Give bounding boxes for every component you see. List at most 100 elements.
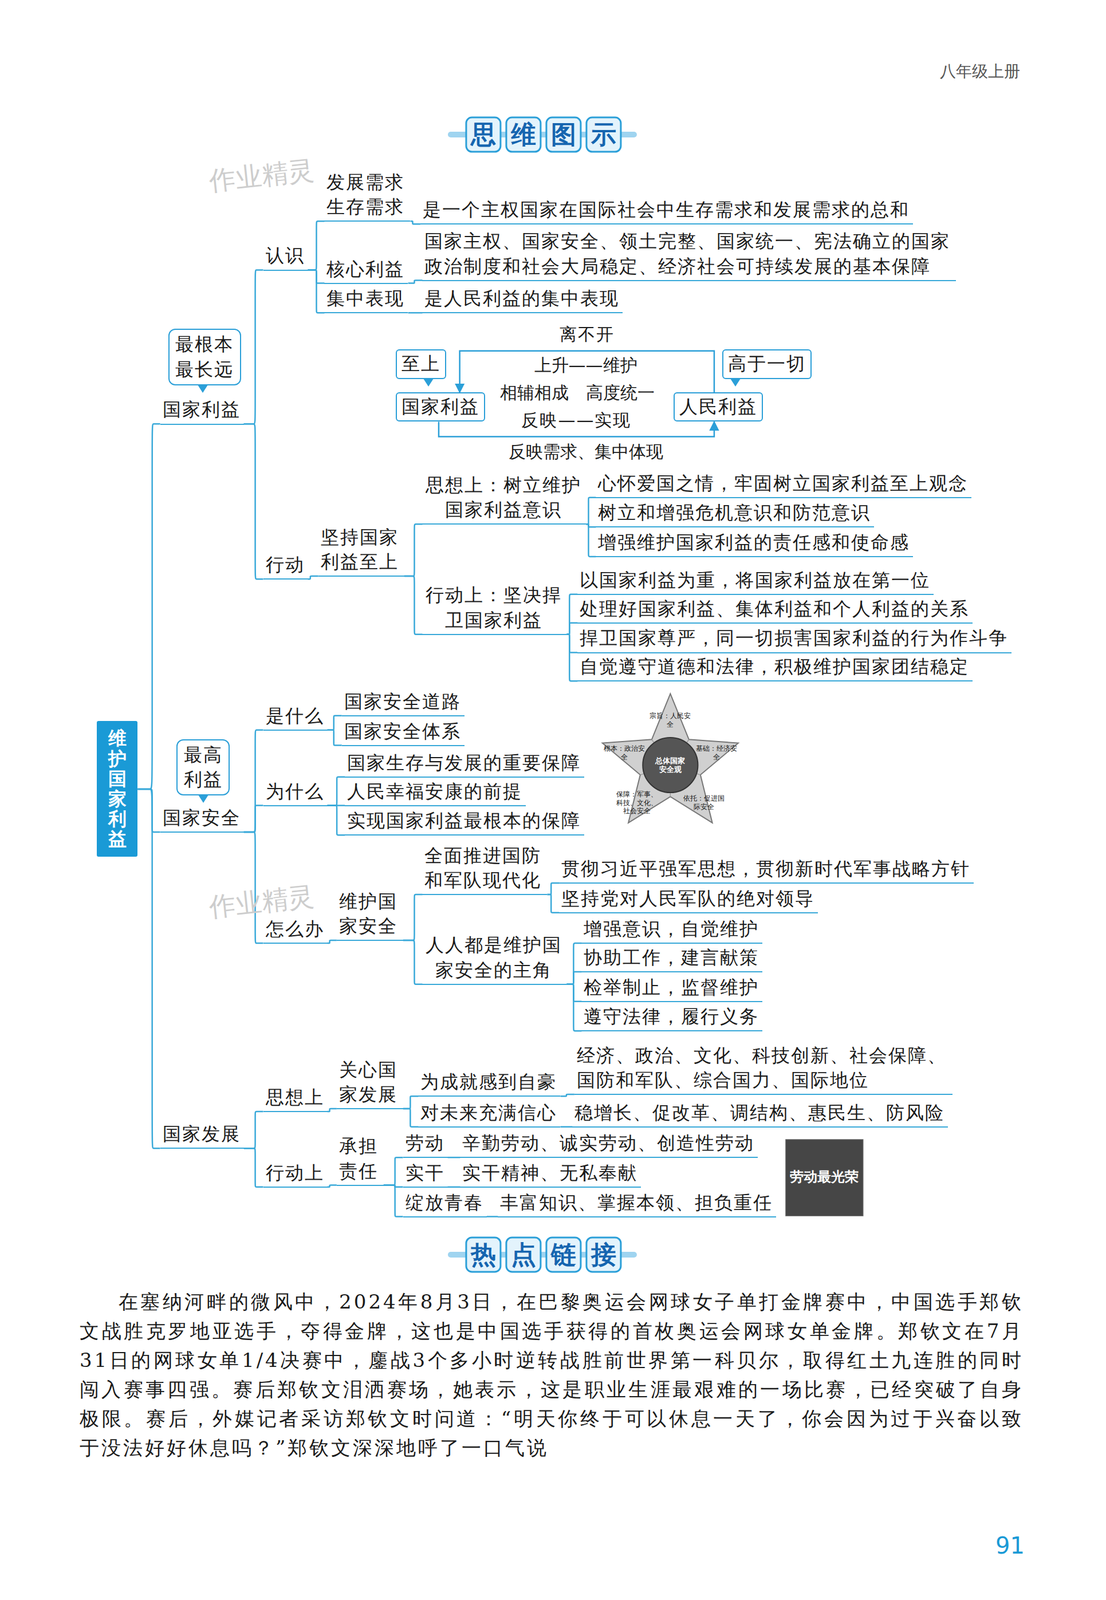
root-bar: 维护国家利益 bbox=[96, 721, 138, 857]
node-text: 辛勤劳动、诚实劳动、创造性劳动 bbox=[462, 1131, 755, 1156]
node-text: 行动 bbox=[265, 552, 305, 578]
branch-line bbox=[243, 730, 264, 833]
star-center bbox=[642, 737, 698, 793]
node-text: 实现国家利益最根本的保障 bbox=[347, 808, 581, 834]
node-text: 人人都是维护国家安全的主角 bbox=[424, 933, 564, 983]
leaf-node: 人民幸福安康的前提 bbox=[344, 779, 526, 807]
relation-note: 反映需求、集中体现 bbox=[508, 441, 664, 463]
leaf-node: 检举制止，监督维护 bbox=[581, 975, 763, 1003]
branch-node: 为什么 bbox=[263, 779, 328, 807]
node-text: 对未来充满信心 bbox=[420, 1100, 557, 1126]
node-text: 思想上 bbox=[265, 1085, 325, 1111]
node-text: 处理好国家利益、集体利益和个人利益的关系 bbox=[579, 596, 970, 622]
branch-line bbox=[327, 1108, 337, 1112]
branch-node: 认识 bbox=[263, 243, 309, 271]
branch-node: 核心利益 bbox=[324, 257, 408, 285]
leaf-node: 树立和增强危机意识和防范意识 bbox=[595, 500, 875, 528]
branch-line bbox=[327, 715, 342, 731]
node-text: 国家发展 bbox=[162, 1122, 241, 1147]
star-text: 宗旨：人民安全 bbox=[649, 711, 691, 729]
callout-bubble: 最根本 最长远 bbox=[168, 328, 242, 385]
node-text: 行动上：坚决捍卫国家利益 bbox=[424, 583, 564, 633]
node-text: 心怀爱国之情，牢固树立国家利益至上观念 bbox=[597, 471, 968, 497]
leaf-node: 是一个主权国家在国际社会中生存需求和发展需求的总和 bbox=[420, 197, 913, 225]
leaf-node: 国家主权、国家安全、领土完整、国家统一、宪法确立的国家政治制度和社会大局稳定、经… bbox=[422, 229, 956, 281]
relation-box: 国家利益 bbox=[395, 392, 486, 422]
star-text: 根本：政治安全 bbox=[603, 744, 645, 762]
branch-node: 关心国家发展 bbox=[336, 1057, 404, 1110]
branch-line bbox=[566, 943, 582, 985]
star-text: 基础：经济安全 bbox=[695, 744, 738, 762]
leaf-node: 国家安全道路 bbox=[341, 689, 465, 717]
branch-node: 为成就感到自豪 bbox=[418, 1069, 561, 1097]
branch-node: 行动 bbox=[263, 552, 309, 580]
leaf-node: 贯彻习近平强军思想，贯彻新时代军事战略方针 bbox=[559, 856, 974, 884]
star-shape bbox=[602, 693, 739, 824]
branch-line bbox=[403, 1096, 419, 1109]
branch-line bbox=[585, 524, 596, 557]
node-text: 劳动 bbox=[405, 1131, 445, 1156]
branch-line bbox=[137, 789, 160, 1149]
photo-group bbox=[785, 1139, 864, 1217]
node-text: 国家安全体系 bbox=[344, 719, 462, 745]
branch-node: 行动上：坚决捍卫国家利益 bbox=[422, 583, 567, 635]
star-text: 保障：军事、科技、文化、社会安全 bbox=[616, 790, 658, 816]
node-text: 行动上 bbox=[265, 1160, 325, 1186]
branch-node: 思想上：树立维护国家利益意识 bbox=[422, 473, 586, 525]
node-text: 发展需求 生存需求 bbox=[326, 170, 407, 220]
node-text: 检举制止，监督维护 bbox=[583, 975, 759, 1001]
leaf-node: 坚持党对人民军队的绝对领导 bbox=[559, 886, 818, 914]
branch-line bbox=[566, 984, 582, 1032]
branch-node: 集中表现 bbox=[324, 286, 408, 314]
photo-caption: 劳动最光荣 bbox=[789, 1169, 859, 1186]
branch-line bbox=[327, 730, 342, 746]
branch-line bbox=[403, 940, 423, 985]
node-text: 稳增长、促改革、调结构、惠民生、防风险 bbox=[574, 1100, 945, 1126]
branch-line bbox=[447, 1156, 461, 1159]
branch-line bbox=[137, 789, 160, 833]
node-text: 怎么办 bbox=[265, 916, 325, 942]
leaf-node: 自觉遵守道德和法律，积极维护国家团结稳定 bbox=[577, 654, 973, 682]
leaf-node: 实现国家利益最根本的保障 bbox=[344, 808, 585, 836]
branch-node: 行动上 bbox=[263, 1160, 328, 1188]
node-text: 以国家利益为重，将国家利益放在第一位 bbox=[579, 568, 931, 593]
node-text: 承担责任 bbox=[339, 1134, 381, 1184]
branch-line bbox=[560, 1094, 575, 1097]
branch-line bbox=[410, 221, 420, 224]
callout-bubble: 最高 利益 bbox=[176, 739, 230, 796]
branch-line bbox=[308, 221, 325, 270]
branch-node: 坚持国家利益至上 bbox=[318, 525, 405, 577]
node-text: 集中表现 bbox=[326, 286, 405, 312]
branch-line bbox=[327, 777, 346, 806]
branch-line bbox=[560, 1126, 573, 1128]
leaf-node: 国家生存与发展的重要保障 bbox=[344, 750, 585, 778]
branch-line bbox=[566, 634, 578, 682]
node-text: 捍卫国家尊严，同一切损害国家利益的行为作斗争 bbox=[579, 626, 1009, 651]
branch-line bbox=[243, 1148, 264, 1188]
node-text: 关心国家发展 bbox=[339, 1057, 400, 1108]
branch-line bbox=[327, 940, 337, 944]
node-text: 是一个主权国家在国际社会中生存需求和发展需求的总和 bbox=[422, 197, 910, 223]
branch-line bbox=[243, 423, 264, 580]
node-text: 增强意识，自觉维护 bbox=[583, 916, 759, 942]
edge-label: 反映——实现 bbox=[518, 410, 634, 431]
branch-line bbox=[404, 576, 423, 635]
leaf-node: 心怀爱国之情，牢固树立国家利益至上观念 bbox=[595, 471, 972, 499]
node-text: 国家利益 bbox=[162, 397, 241, 423]
branch-node: 人人都是维护国家安全的主角 bbox=[422, 933, 567, 985]
node-text: 最根本 最长远 bbox=[174, 332, 236, 382]
node-text: 至上 bbox=[401, 351, 441, 377]
branch-line bbox=[447, 1186, 461, 1189]
branch-line bbox=[566, 634, 578, 653]
node-text: 树立和增强危机意识和防范意识 bbox=[597, 500, 871, 526]
leaf-node: 遵守法律，履行义务 bbox=[581, 1004, 763, 1032]
branch-node: 国家安全 bbox=[160, 805, 244, 833]
branch-line bbox=[327, 805, 346, 836]
node-text: 认识 bbox=[265, 243, 305, 269]
security-star bbox=[602, 693, 739, 824]
branch-line bbox=[137, 423, 160, 790]
branch-node: 是什么 bbox=[263, 703, 328, 731]
node-text: 人民利益 bbox=[679, 394, 758, 420]
leaf-node: 辛勤劳动、诚实劳动、创造性劳动 bbox=[459, 1131, 758, 1159]
